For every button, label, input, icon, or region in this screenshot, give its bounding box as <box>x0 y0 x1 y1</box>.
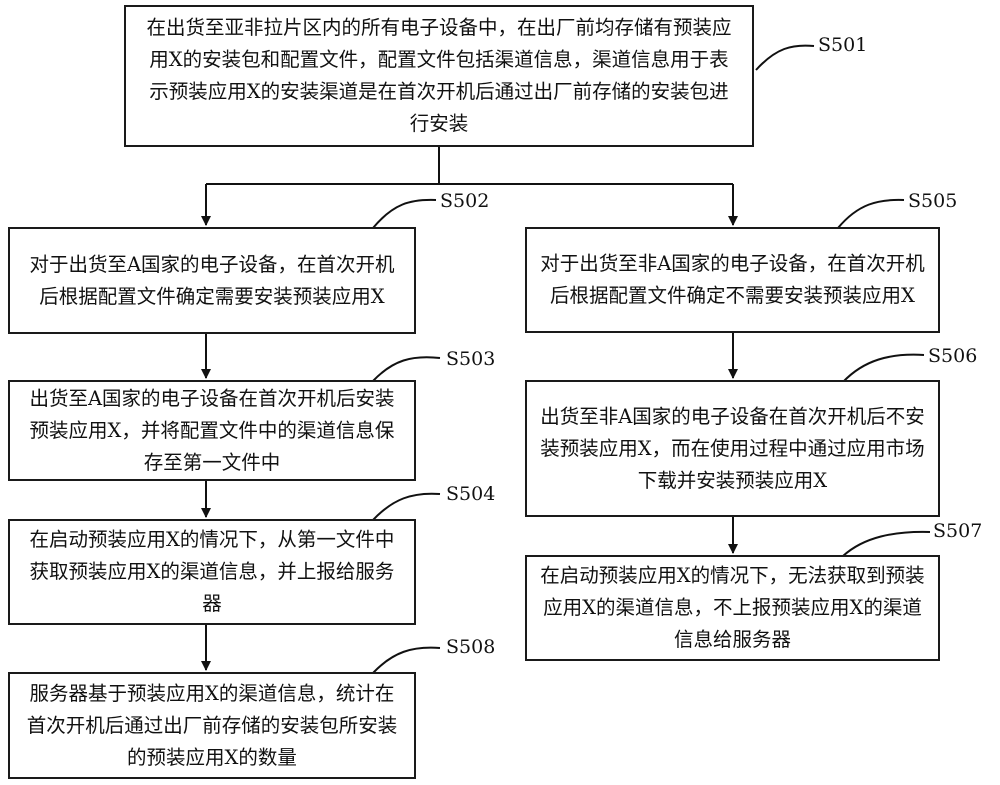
step-label-s508: S508 <box>446 636 496 658</box>
step-box-s505: 对于出货至非A国家的电子设备，在首次开机后根据配置文件确定不需要安装预装应用X <box>525 227 940 333</box>
step-text-s507: 在启动预装应用X的情况下，无法获取到预装应用X的渠道信息，不上报预装应用X的渠道… <box>540 564 925 651</box>
step-label-s507: S507 <box>933 520 983 542</box>
step-box-s503: 出货至A国家的电子设备在首次开机后安装预装应用X，并将配置文件中的渠道信息保存至… <box>8 380 416 481</box>
leader-s505 <box>837 198 905 229</box>
leader-s506 <box>842 353 925 383</box>
step-label-s502: S502 <box>440 190 490 212</box>
step-text-s506: 出货至非A国家的电子设备在首次开机后不安装预装应用X，而在使用过程中通过应用市场… <box>540 404 925 492</box>
step-box-s508: 服务器基于预装应用X的渠道信息，统计在首次开机后通过出厂前存储的安装包所安装的预… <box>8 672 416 779</box>
step-label-s506: S506 <box>928 345 978 367</box>
step-text-s503: 出货至A国家的电子设备在首次开机后安装预装应用X，并将配置文件中的渠道信息保存至… <box>29 386 395 474</box>
step-box-s501: 在出货至亚非拉片区内的所有电子设备中，在出厂前均存储有预装应用X的安装包和配置文… <box>124 5 754 147</box>
leader-s503 <box>372 356 441 382</box>
step-text-s502: 对于出货至A国家的电子设备，在首次开机后根据配置文件确定需要安装预装应用X <box>29 252 395 308</box>
step-text-s505: 对于出货至非A国家的电子设备，在首次开机后根据配置文件确定不需要安装预装应用X <box>540 252 925 307</box>
leader-s502 <box>372 198 437 229</box>
step-box-s504: 在启动预装应用X的情况下，从第一文件中获取预装应用X的渠道信息，并上报给服务器 <box>8 519 416 625</box>
step-box-s502: 对于出货至A国家的电子设备，在首次开机后根据配置文件确定需要安装预装应用X <box>8 227 416 334</box>
step-text-s508: 服务器基于预装应用X的渠道信息，统计在首次开机后通过出厂前存储的安装包所安装的预… <box>26 681 398 769</box>
leader-s501 <box>755 44 815 71</box>
leader-s504 <box>372 492 441 521</box>
step-text-s501: 在出货至亚非拉片区内的所有电子设备中，在出厂前均存储有预装应用X的安装包和配置文… <box>146 16 732 135</box>
step-label-s504: S504 <box>446 483 496 505</box>
step-label-s503: S503 <box>446 348 496 370</box>
step-label-s501: S501 <box>818 34 868 56</box>
step-text-s504: 在启动预装应用X的情况下，从第一文件中获取预装应用X的渠道信息，并上报给服务器 <box>29 528 395 615</box>
step-box-s506: 出货至非A国家的电子设备在首次开机后不安装预装应用X，而在使用过程中通过应用市场… <box>525 380 940 517</box>
leader-s507 <box>842 530 931 557</box>
step-label-s505: S505 <box>908 190 958 212</box>
leader-s508 <box>372 646 441 674</box>
step-box-s507: 在启动预装应用X的情况下，无法获取到预装应用X的渠道信息，不上报预装应用X的渠道… <box>525 555 940 661</box>
